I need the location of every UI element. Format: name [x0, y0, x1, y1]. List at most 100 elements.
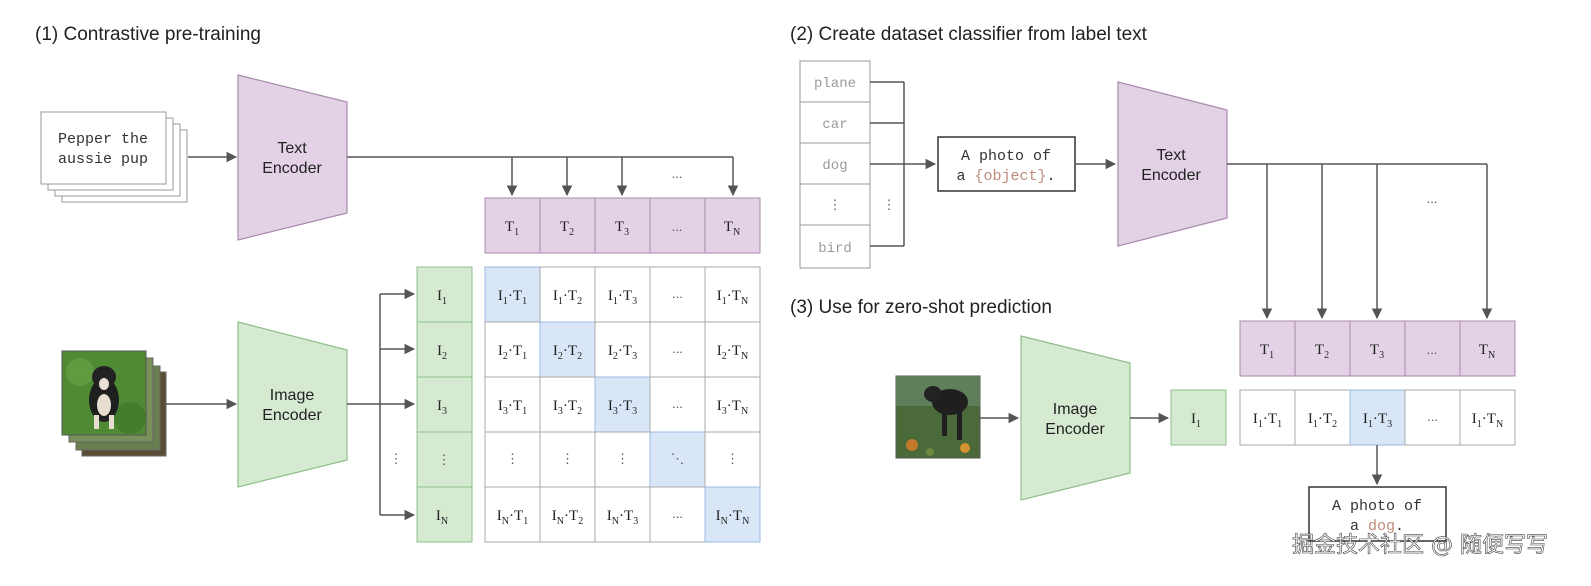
- matrix-cell: [649, 431, 706, 488]
- matrix-ellipsis: ...: [672, 286, 683, 301]
- matrix-cell-label: I3·T2: [553, 398, 582, 417]
- image-encoder-2-label1: Image: [1053, 401, 1098, 418]
- matrix-ellipsis: ...: [672, 396, 683, 411]
- matrix-cell: [594, 321, 651, 378]
- t2-feature-3: T3: [1370, 342, 1384, 361]
- matrix-cell-label: IN·T1: [497, 508, 528, 527]
- matrix-cell: [539, 486, 596, 543]
- t2-feature-n: TN: [1479, 342, 1495, 361]
- text-bus-ellipsis-2: ...: [1427, 191, 1438, 206]
- t2-feature-1: T1: [1260, 342, 1274, 361]
- matrix-ellipsis: ...: [672, 506, 683, 521]
- matrix-ddots: ⋱: [671, 451, 684, 466]
- text-encoder-2: Text Encoder: [1117, 81, 1228, 247]
- t-feature-3: T3: [615, 219, 629, 238]
- matrix-cell: [704, 266, 761, 323]
- matrix-cell: [594, 431, 651, 488]
- matrix-cell: [539, 266, 596, 323]
- t-feature-ellipsis: ...: [672, 219, 683, 234]
- i2-feature-1: I1: [1191, 411, 1201, 430]
- label-vdots: ⋮: [829, 197, 842, 212]
- label-dog: dog: [822, 158, 847, 174]
- matrix-cell: [484, 266, 541, 323]
- text-encoder-2-label1: Text: [1156, 147, 1186, 164]
- text-feature-row-2: T1 T2 T3 ... TN: [1239, 320, 1516, 377]
- matrix-cell: [649, 321, 706, 378]
- matrix-cell-label: I2·T1: [498, 343, 527, 362]
- label-car: car: [822, 117, 847, 133]
- matrix-cell-label: I1·TN: [717, 288, 748, 307]
- matrix-cell-label: I3·T3: [608, 398, 637, 417]
- matrix-cell: [649, 376, 706, 433]
- t-feature-n: TN: [724, 219, 740, 238]
- matrix-vdots: ⋮: [616, 451, 629, 466]
- matrix-cell: [704, 431, 761, 488]
- matrix-cell-label: IN·T3: [607, 508, 638, 527]
- score-cell: [1459, 389, 1516, 446]
- score-cell: [1404, 389, 1461, 446]
- score-cell-label: I1·T1: [1253, 411, 1282, 430]
- i-feature-2: I2: [437, 343, 447, 362]
- text-input-stack: Pepper the aussie pup: [40, 111, 188, 203]
- watermark: 掘金技术社区 @ 随便写写: [1292, 533, 1548, 558]
- text-encoder-1-label2: Encoder: [262, 160, 322, 177]
- text-feature-row-1: T1 T2 T3 ... TN: [484, 197, 761, 254]
- matrix-cell: [704, 321, 761, 378]
- connector-vdots: ⋮: [883, 197, 896, 212]
- t-feature-2: T2: [560, 219, 574, 238]
- score-cell: [1349, 389, 1406, 446]
- matrix-cell-label: I2·TN: [717, 343, 748, 362]
- matrix-cell-label: I2·T2: [553, 343, 582, 362]
- label-list: plane car dog ⋮ bird: [799, 60, 871, 269]
- t2-feature-ellipsis: ...: [1427, 342, 1438, 357]
- matrix-cell: [484, 431, 541, 488]
- image-feature-single: I1: [1170, 389, 1227, 446]
- matrix-vdots: ⋮: [506, 451, 519, 466]
- image-encoder-1: Image Encoder: [237, 321, 348, 488]
- matrix-cell: [539, 376, 596, 433]
- image-encoder-2: Image Encoder: [1020, 335, 1131, 501]
- matrix-cell: [704, 486, 761, 543]
- query-dog-image: [895, 375, 981, 459]
- image-encoder-1-label2: Encoder: [262, 407, 322, 424]
- dog-image-stack: [61, 350, 167, 457]
- label-plane: plane: [814, 76, 856, 92]
- score-cell: [1294, 389, 1351, 446]
- text-encoder-1: Text Encoder: [237, 74, 348, 241]
- panel1-title: (1) Contrastive pre-training: [35, 24, 261, 45]
- i-feature-1: I1: [437, 288, 447, 307]
- i-feature-vdots: ⋮: [438, 452, 451, 467]
- t2-feature-2: T2: [1315, 342, 1329, 361]
- template-line1: A photo of: [961, 148, 1051, 165]
- matrix-cell-label: I2·T3: [608, 343, 637, 362]
- result-line1: A photo of: [1332, 498, 1422, 515]
- text-encoder-2-label2: Encoder: [1141, 167, 1201, 184]
- matrix-cell-label: I3·TN: [717, 398, 748, 417]
- t-feature-1: T1: [505, 219, 519, 238]
- matrix-cell: [649, 486, 706, 543]
- text-bus-ellipsis-1: ...: [672, 166, 683, 181]
- i-feature-3: I3: [437, 398, 447, 417]
- image-feature-column-1: I1 I2 I3 ⋮ IN: [416, 266, 473, 543]
- i-feature-n: IN: [436, 508, 448, 527]
- matrix-cell-label: I1·T1: [498, 288, 527, 307]
- text-input-line2: aussie pup: [58, 151, 148, 168]
- matrix-cell: [704, 376, 761, 433]
- score-cell-label: I1·T2: [1308, 411, 1337, 430]
- matrix-cell-label: IN·TN: [716, 508, 750, 527]
- matrix-ellipsis: ...: [672, 341, 683, 356]
- matrix-cell-label: IN·T2: [552, 508, 583, 527]
- prompt-template-box: A photo of a {object}.: [937, 136, 1076, 192]
- matrix-cell-label: I1·T3: [608, 288, 637, 307]
- image-encoder-1-label1: Image: [270, 387, 315, 404]
- panel3-title: (3) Use for zero-shot prediction: [790, 297, 1052, 318]
- matrix-cell: [539, 431, 596, 488]
- prediction-box: A photo of a dog.: [1308, 486, 1447, 542]
- branch-vdots: ⋮: [390, 451, 403, 466]
- matrix-cell: [484, 486, 541, 543]
- result-line2: a dog.: [1350, 518, 1404, 535]
- matrix-vdots: ⋮: [726, 451, 739, 466]
